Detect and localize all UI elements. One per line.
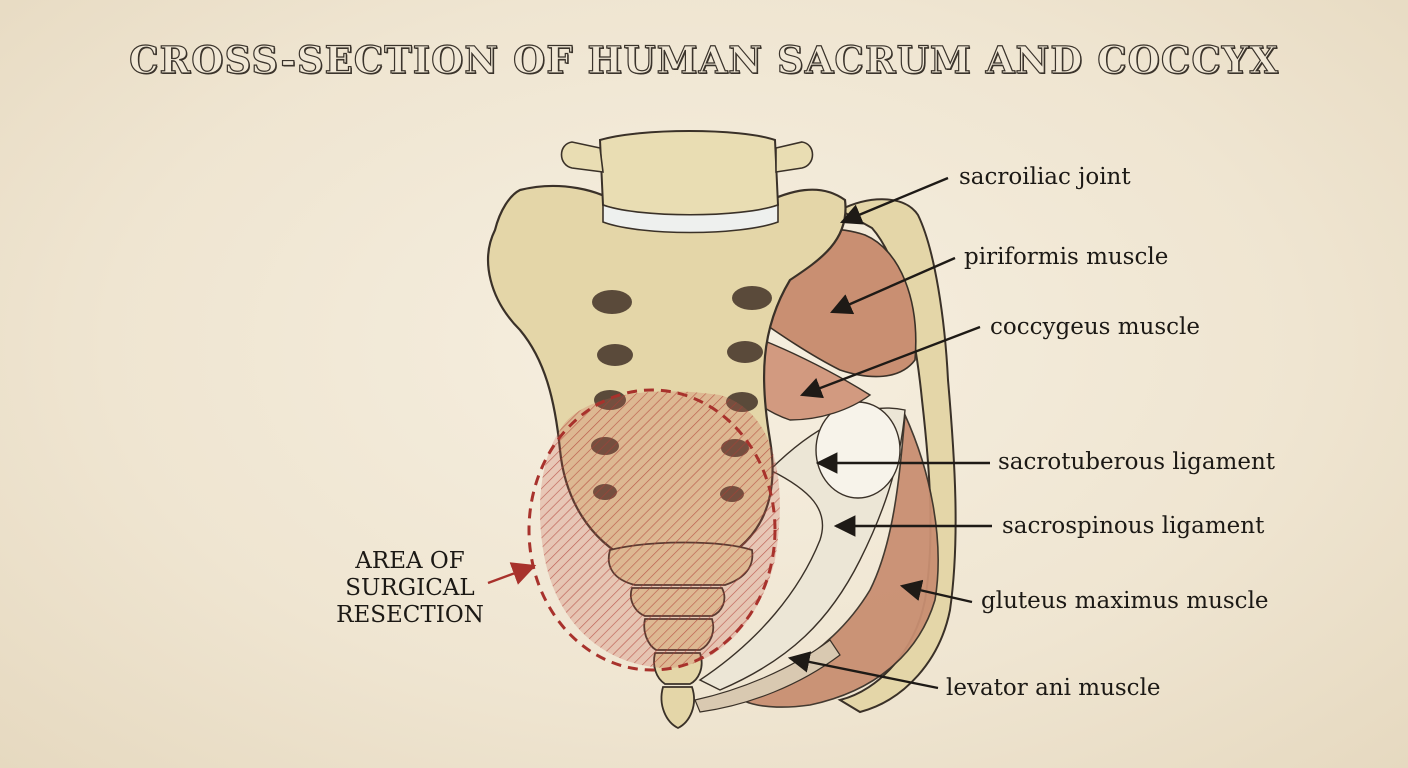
label-coccygeus-muscle: coccygeus muscle	[990, 314, 1201, 340]
leader-piriformis	[830, 256, 956, 315]
resection-outline	[527, 388, 777, 672]
label-levator-ani-muscle: levator ani muscle	[946, 675, 1161, 701]
leader-coccygeus	[799, 325, 981, 399]
leader-sacroiliac	[840, 176, 949, 225]
sacral-foramen	[597, 344, 633, 366]
ilium-bone	[837, 198, 957, 714]
label-gluteus-maximus-muscle: gluteus maximus muscle	[981, 588, 1269, 614]
label-sacrotuberous-ligament: sacrotuberous ligament	[998, 449, 1276, 475]
label-sacrospinous-ligament: sacrospinous ligament	[1002, 513, 1265, 539]
resection-line-1: AREA OF	[355, 548, 465, 574]
label-sacroiliac-joint: sacroiliac joint	[959, 164, 1131, 190]
sciatic-foramen	[815, 401, 901, 499]
resection-area-tint	[540, 391, 780, 668]
resection-line-2: SURGICAL	[345, 575, 475, 601]
sacral-foramen	[727, 341, 763, 363]
label-piriformis-muscle: piriformis muscle	[964, 244, 1169, 270]
intervertebral-disc	[602, 203, 779, 234]
leader-levator	[787, 651, 939, 690]
sacral-foramen	[592, 290, 632, 314]
transverse-process-left	[560, 141, 604, 173]
diagram-title: CROSS-SECTION OF HUMAN SACRUM AND COCCYX	[128, 37, 1279, 82]
resection-area-fill	[540, 391, 780, 668]
leader-resection	[487, 562, 537, 585]
gluteus-maximus-muscle	[737, 411, 939, 708]
vertebral-body	[598, 130, 780, 218]
transverse-process-right	[775, 141, 814, 173]
sacral-foramen	[732, 286, 772, 310]
label-surgical-resection: AREA OF SURGICAL RESECTION	[318, 548, 502, 629]
coccyx-tip	[660, 686, 695, 730]
leader-gluteus	[899, 579, 973, 604]
resection-line-3: RESECTION	[336, 602, 484, 628]
